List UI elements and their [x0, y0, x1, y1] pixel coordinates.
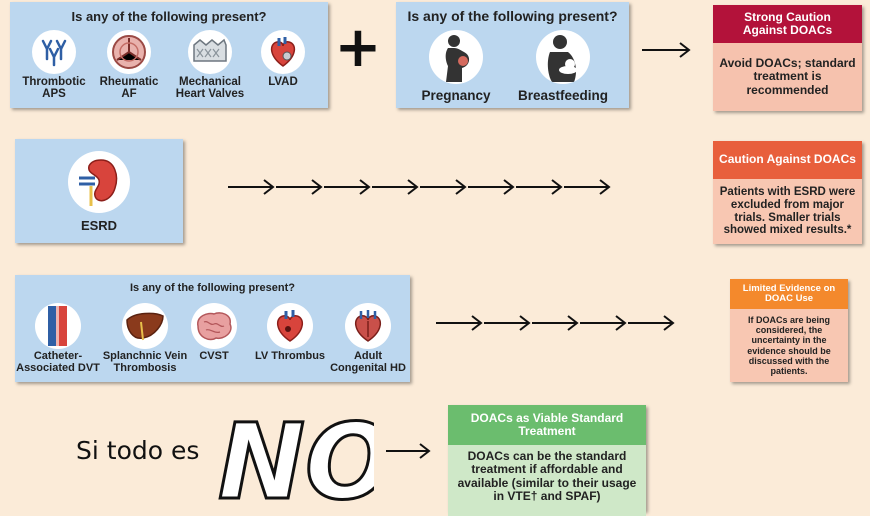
big-no-text: NO: [218, 402, 374, 508]
result-viable-treatment: DOACs as Viable Standard Treatment DOACs…: [448, 405, 646, 516]
kidney-icon: [68, 151, 130, 213]
pregnancy-icon: [429, 30, 483, 84]
item-label: Mechanical Heart Valves: [175, 76, 245, 101]
result-header: DOACs as Viable Standard Treatment: [448, 405, 646, 445]
item-label: LVAD: [268, 76, 298, 88]
item-label: CVST: [199, 350, 229, 362]
item-pregnancy: Pregnancy: [414, 30, 498, 103]
result-header: Strong Caution Against DOACs: [713, 5, 862, 43]
congenital-heart-icon: [345, 303, 391, 349]
panel-title: Is any of the following present?: [71, 9, 267, 24]
item-label: Rheumatic AF: [99, 76, 159, 101]
item-breastfeeding: Breastfeeding: [508, 30, 618, 103]
item-splanchnic-vein: Splanchnic Vein Thrombosis: [101, 303, 189, 374]
heart-icon: [267, 303, 313, 349]
handwritten-label: Si todo es: [76, 436, 200, 465]
item-mechanical-valves: Mechanical Heart Valves: [170, 30, 250, 100]
item-label: Splanchnic Vein Thrombosis: [102, 350, 188, 374]
item-label: Adult Congenital HD: [330, 350, 406, 374]
item-label: Breastfeeding: [517, 88, 609, 103]
liver-icon: [122, 303, 168, 349]
panel-pregnancy-conditions: Is any of the following present? Pregnan…: [396, 2, 629, 108]
panel-esrd: ESRD: [15, 139, 183, 243]
item-esrd: ESRD: [55, 151, 143, 233]
heart-valve-icon: [107, 30, 151, 74]
item-cvst: CVST: [189, 303, 239, 363]
result-body: If DOACs are being considered, the uncer…: [730, 309, 848, 382]
item-label: Thrombotic APS: [22, 76, 86, 101]
result-body: Avoid DOACs; standard treatment is recom…: [713, 43, 862, 111]
item-lvad: LVAD: [254, 30, 312, 88]
result-limited-evidence: Limited Evidence on DOAC Use If DOACs ar…: [730, 279, 848, 382]
mechanical-valve-icon: [188, 30, 232, 74]
result-strong-caution: Strong Caution Against DOACs Avoid DOACs…: [713, 5, 862, 111]
breastfeeding-icon: [536, 30, 590, 84]
lvad-heart-icon: [261, 30, 305, 74]
arrow-row3: [434, 313, 678, 338]
item-label: ESRD: [80, 218, 118, 233]
result-header: Limited Evidence on DOAC Use: [730, 279, 848, 309]
result-body: DOACs can be the standard treatment if a…: [448, 445, 646, 516]
result-body: Patients with ESRD were excluded from ma…: [713, 179, 862, 244]
item-catheter-dvt: Catheter- Associated DVT: [15, 303, 101, 374]
item-congenital-hd: Adult Congenital HD: [327, 303, 409, 374]
brain-icon: [191, 303, 237, 349]
item-rheumatic-af: Rheumatic AF: [94, 30, 164, 100]
panel-title: Is any of the following present?: [407, 8, 618, 24]
vein-catheter-icon: [35, 303, 81, 349]
panel-limited-evidence-conditions: Is any of the following present? Cathete…: [15, 275, 410, 382]
item-lv-thrombus: LV Thrombus: [249, 303, 331, 363]
arrow-row2: [226, 177, 614, 202]
item-label: Pregnancy: [421, 88, 491, 103]
arrow-row1: [632, 40, 694, 65]
result-header: Caution Against DOACs: [713, 141, 862, 179]
item-label: Catheter- Associated DVT: [16, 350, 100, 374]
arrow-row4: [384, 441, 434, 466]
panel-title: Is any of the following present?: [129, 282, 295, 294]
plus-icon: +: [334, 15, 382, 80]
item-label: LV Thrombus: [254, 350, 326, 362]
big-no-lettering: NO: [214, 400, 395, 516]
antibody-icon: [32, 30, 76, 74]
result-caution: Caution Against DOACs Patients with ESRD…: [713, 141, 862, 244]
panel-high-risk-conditions: Is any of the following present? Thrombo…: [10, 2, 328, 108]
item-thrombotic-aps: Thrombotic APS: [16, 30, 92, 100]
